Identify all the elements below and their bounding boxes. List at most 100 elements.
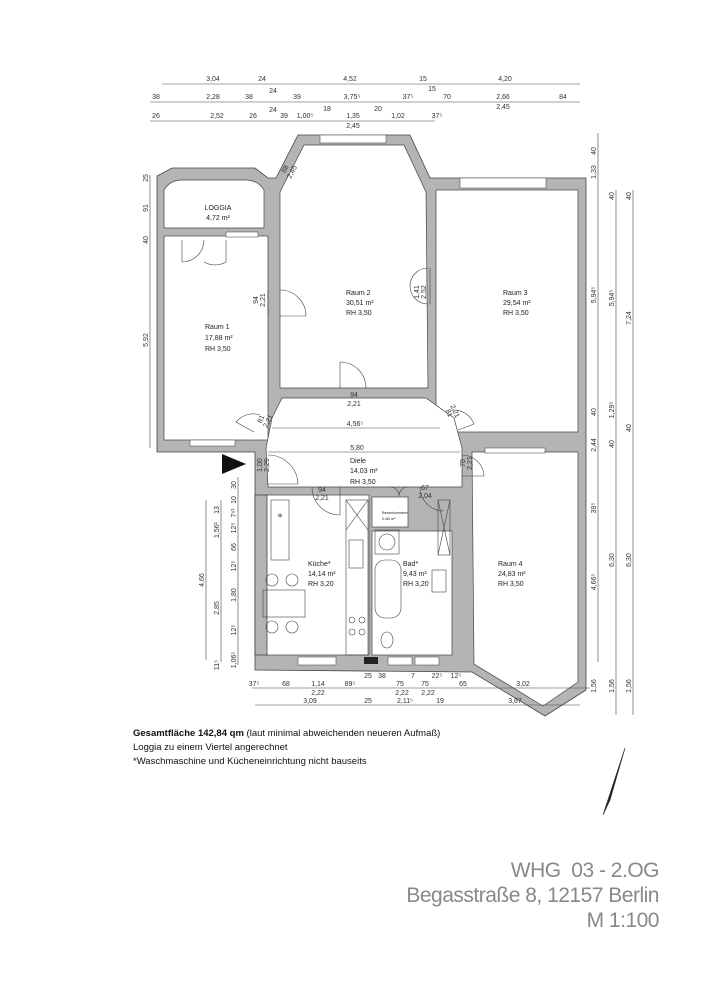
- dims-left-0: 25: [143, 174, 150, 182]
- dims-right-col2: 40 5,94⁵ 1,29⁵ 40 6,30 1,56: [609, 192, 616, 693]
- dims-kitchen3-8: 1,06⁵: [231, 652, 238, 669]
- scale: M 1:100: [586, 909, 660, 932]
- dims-right-col3: 40 7,24 40 6,30 1,56: [626, 192, 633, 693]
- total-area: Gesamtfläche 142,84 qm: [133, 728, 244, 739]
- dims-top2-6: 37⁵: [403, 94, 414, 101]
- dims-bottom1-2: 1,14: [311, 681, 325, 688]
- dims-kitchen3-3: 12⁵: [231, 523, 238, 534]
- dims-top3-1: 2,52: [210, 113, 224, 120]
- dims-top2-1: 2,28: [206, 94, 220, 101]
- dims-right3-0: 40: [626, 192, 633, 200]
- doors: [181, 239, 485, 516]
- room-label-raum3: Raum 3 29,54 m² RH 3,50: [503, 290, 531, 317]
- dims-top1-4: 4,20: [498, 76, 512, 83]
- dims-bottom1-3: 2,22: [311, 690, 325, 697]
- rooms-kueche-height: RH 3,20: [308, 581, 334, 588]
- dims-right3-4: 1,56: [626, 679, 633, 693]
- dims-top2-3: 24: [269, 88, 277, 95]
- rooms-bad-area: 9,43 m²: [403, 571, 427, 578]
- dims-right2-5: 1,56: [609, 679, 616, 693]
- dims-top2-5: 3,75⁵: [344, 94, 361, 101]
- kitchen-wall: [254, 494, 268, 656]
- dims-right2-1: 5,94⁵: [609, 290, 616, 307]
- dims-bottom1-8: 2,22: [395, 690, 409, 697]
- dims-bottom-row1: 37⁵ 68 1,14 2,22 89⁵ 25 38 75 2,22 7 75 …: [249, 673, 530, 697]
- room-label-kueche: Küche* 14,14 m² RH 3,20: [308, 561, 336, 588]
- rooms-raum2-height: RH 3,50: [346, 310, 372, 317]
- dims-left-1: 91: [143, 204, 150, 212]
- dims-interior-2: 1,41: [414, 285, 421, 299]
- room-label-diele: Diele 14,03 m² RH 3,50: [350, 458, 378, 486]
- dims-right1-4: 2,44: [591, 438, 598, 452]
- room-raum4: [471, 451, 579, 707]
- fixtures: ✳: [262, 499, 451, 656]
- rooms-kueche-name: Küche*: [308, 561, 331, 568]
- dims-top1-0: 3,04: [206, 76, 220, 83]
- dims-kitchen1-0: 4,66: [199, 573, 206, 587]
- dims-interior-14: 67: [421, 485, 429, 492]
- dims-top2-10: 2,45: [496, 104, 510, 111]
- dims-top-row1: 3,04 24 4,52 15 4,20: [206, 76, 512, 83]
- dims-interior-13: 2,21: [315, 495, 329, 502]
- dims-kitchen-left: 4,66 13 1,56¹ 2,85 11⁵ 30 10 7⁶¹ 12⁵ 66 …: [199, 481, 238, 670]
- north-arrow-icon: [602, 747, 626, 816]
- dims-right1-0: 40: [591, 147, 598, 155]
- room-label-raum4: Raum 4 24,83 m² RH 3,50: [498, 561, 526, 588]
- dims-top3-0: 26: [152, 113, 160, 120]
- unit-title: WHG 03 - 2.OG: [510, 859, 660, 882]
- dims-right2-3: 40: [609, 440, 616, 448]
- dims-interior-11: 2,21: [467, 456, 474, 470]
- dims-top1-3: 15: [419, 76, 427, 83]
- dims-top3-10: 1,02: [391, 113, 405, 120]
- dims-bottom2-2: 2,11⁵: [397, 698, 413, 705]
- rooms-raum4-name: Raum 4: [498, 561, 523, 568]
- dimension-lines: [149, 83, 634, 715]
- dims-top-row3: 26 2,52 26 24 39 1,00⁵ 18 1,35 2,45 20 1…: [152, 106, 442, 130]
- dims-top1-1: 24: [258, 76, 266, 83]
- rooms-raum2-area: 30,51 m²: [346, 300, 374, 307]
- dims-top3-4: 39: [280, 113, 288, 120]
- dims-right3-3: 6,30: [626, 553, 633, 567]
- dims-top2-4: 39: [293, 94, 301, 101]
- room-raum2: [279, 144, 429, 389]
- rooms-raum1-area: 17,88 m²: [205, 335, 233, 342]
- dims-interior-1: 2,21: [260, 293, 267, 307]
- dims-bottom-row2: 3,09 25 2,11⁵ 19 3,67: [303, 698, 522, 705]
- dims-bottom1-10: 75: [421, 681, 429, 688]
- dims-right1-6: 4,66⁵: [591, 574, 598, 591]
- rooms-raum3-height: RH 3,50: [503, 310, 529, 317]
- dims-top-row2: 38 2,28 38 24 39 3,75⁵ 37⁵ 15 70 2,66 2,…: [152, 86, 567, 111]
- rooms-diele-height: RH 3,50: [350, 479, 376, 486]
- total-area-line: Gesamtfläche 142,84 qm (laut minimal abw…: [133, 727, 440, 741]
- dims-bottom1-14: 65: [459, 681, 467, 688]
- rooms-kammer-name: Besenkammer: [382, 510, 408, 515]
- dims-kitchen3-5: 12⁵: [231, 561, 238, 572]
- dims-interior-8: 1,00: [257, 458, 264, 472]
- dims-right1-5: 39⁵: [591, 503, 598, 514]
- rooms-raum1-height: RH 3,50: [205, 346, 231, 353]
- dims-top2-2: 38: [245, 94, 253, 101]
- dims-kitchen3-6: 1,80: [231, 588, 238, 602]
- dims-top2-9: 2,66: [496, 94, 510, 101]
- dims-right1-7: 1,56: [591, 679, 598, 693]
- rooms-raum2-name: Raum 2: [346, 290, 371, 297]
- dims-bottom2-3: 19: [436, 698, 444, 705]
- dims-bottom1-4: 89⁵: [345, 681, 356, 688]
- room-label-raum2: Raum 2 30,51 m² RH 3,50: [346, 290, 374, 317]
- dims-top2-8: 70: [443, 94, 451, 101]
- address: Begasstraße 8, 12157 Berlin: [406, 884, 659, 907]
- dims-kitchen2-2: 2,85: [214, 601, 221, 615]
- dims-interior-7: 5,80: [350, 445, 364, 452]
- dims-kitchen2-1: 1,56¹: [214, 521, 221, 538]
- dims-bottom1-9: 7: [411, 673, 415, 680]
- dims-interior-16: 81: [257, 414, 267, 424]
- dims-left-3: 5,92: [143, 333, 150, 347]
- dims-interior-12: 94: [318, 487, 326, 494]
- room-label-raum1: Raum 1 17,88 m² RH 3,50: [205, 324, 233, 353]
- dims-interior-6: 4,56⁵: [347, 421, 364, 428]
- room-raum1: [163, 235, 269, 441]
- title-block: WHG 03 - 2.OG Begasstraße 8, 12157 Berli…: [406, 858, 659, 933]
- rooms-loggia-name: LOGGIA: [205, 205, 232, 212]
- dims-kitchen2-0: 13: [214, 506, 221, 514]
